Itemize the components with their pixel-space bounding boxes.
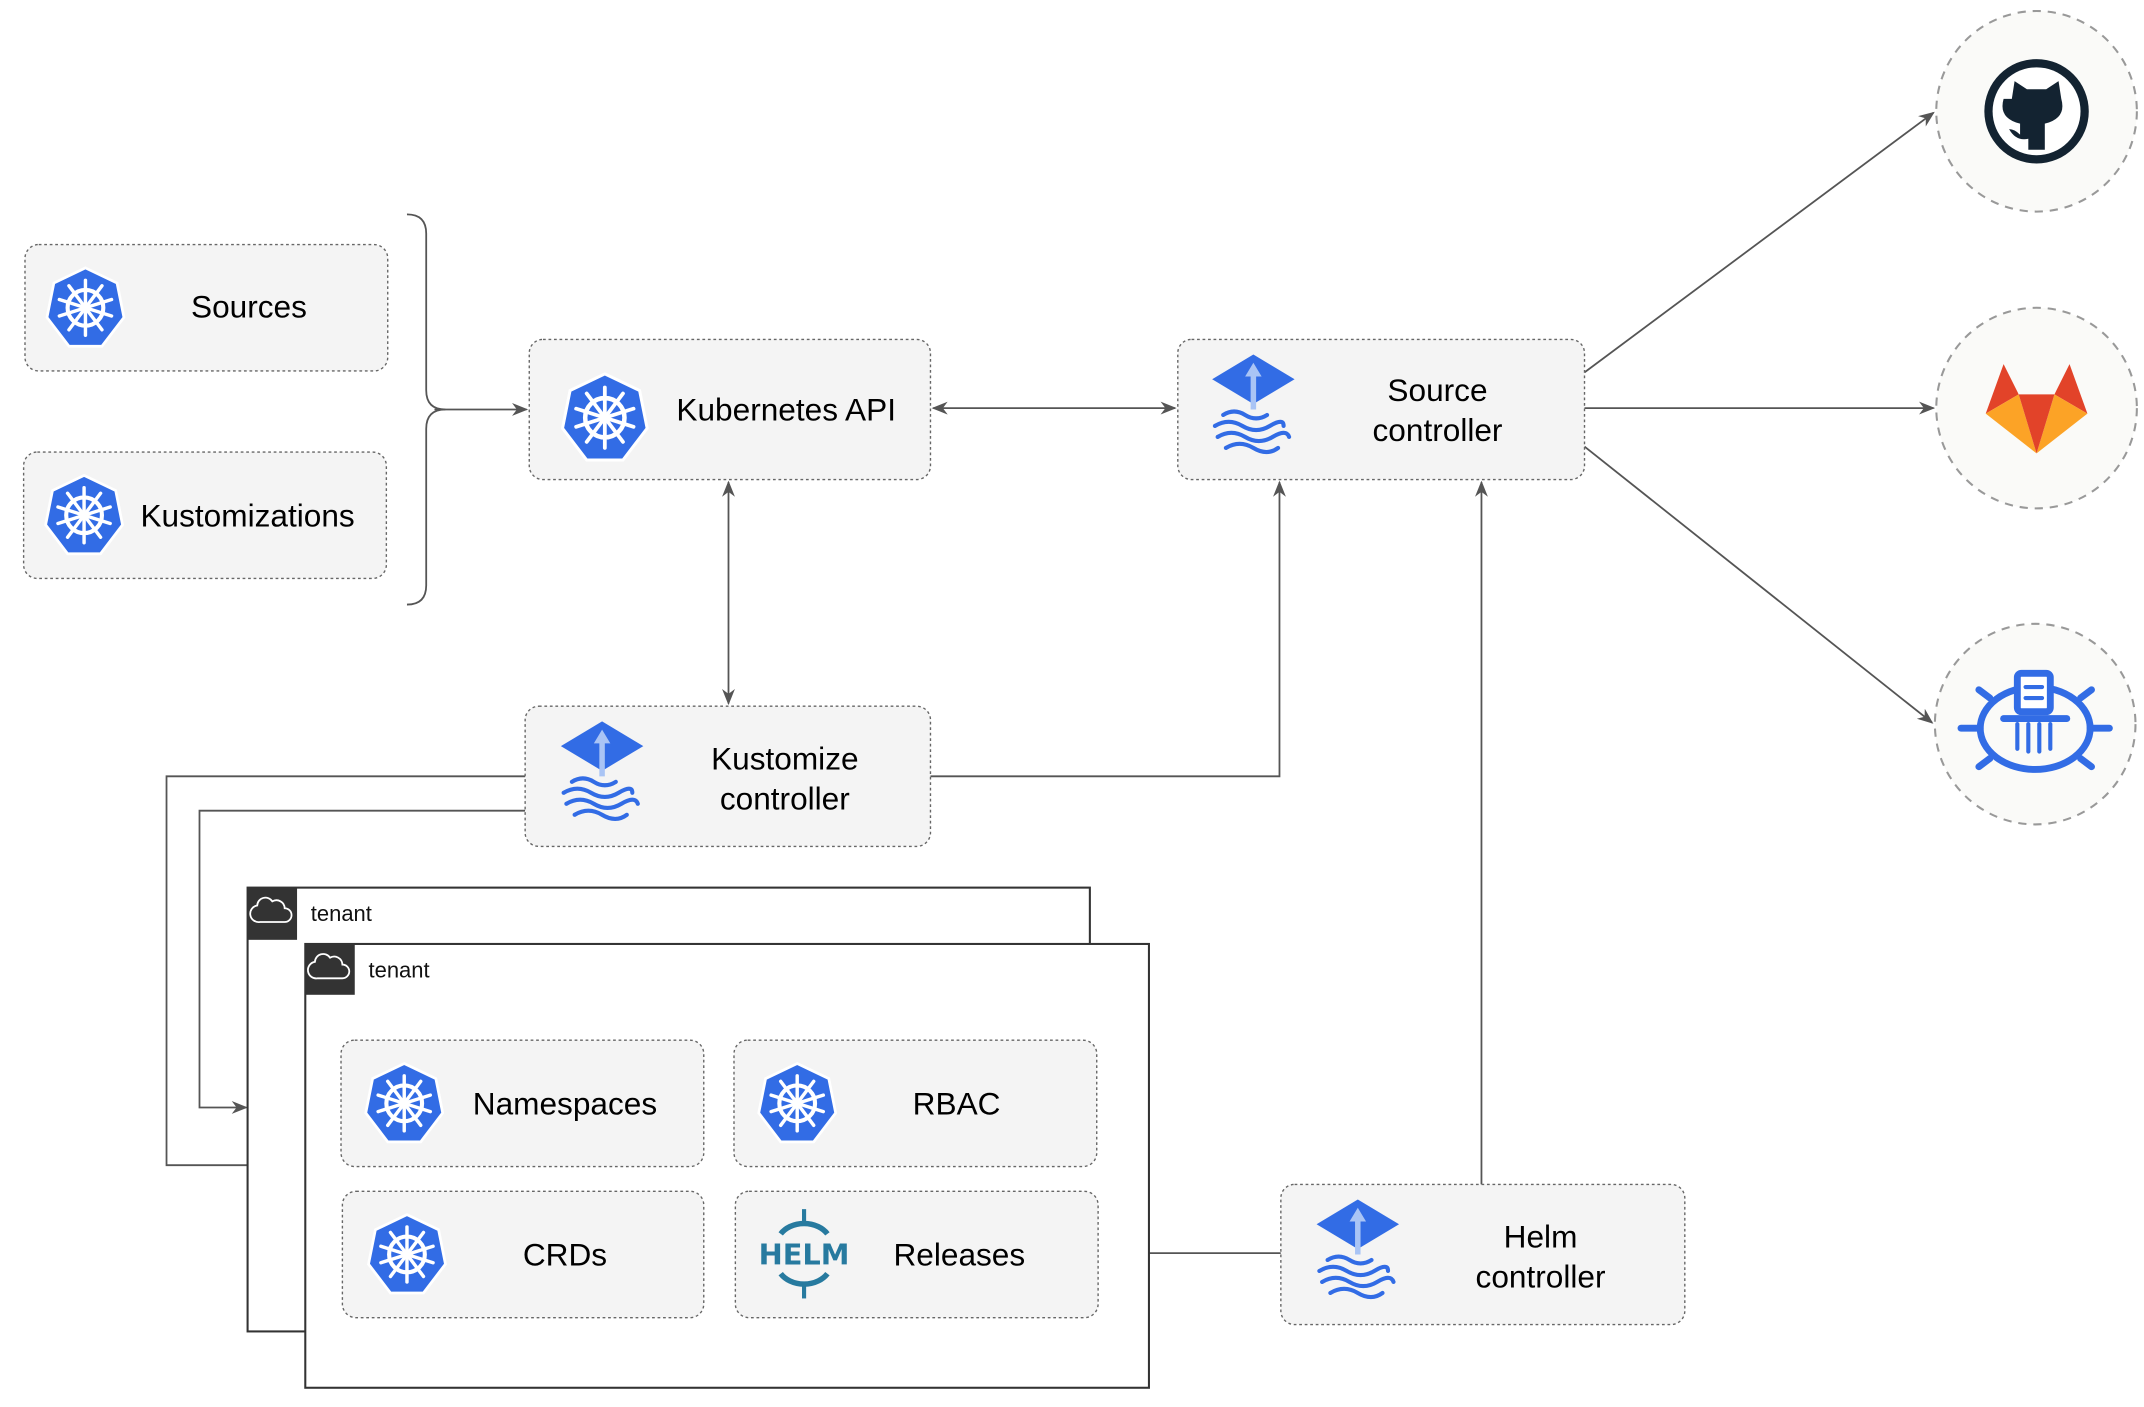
svg-text:HELM: HELM — [759, 1237, 850, 1271]
kubernetes-icon — [46, 475, 123, 553]
node-crds[interactable]: CRDs — [341, 1190, 705, 1319]
node-label: controller — [1476, 1258, 1606, 1294]
node-label: Sources — [191, 288, 307, 324]
external-gitlab[interactable] — [1935, 306, 2138, 510]
node-label: Kustomize — [711, 740, 858, 776]
node-releases[interactable]: HELM Releases — [734, 1190, 1099, 1319]
node-label: Kustomizations — [140, 497, 354, 533]
edge-kustomize-to-source — [930, 480, 1286, 778]
github-icon — [1984, 59, 2089, 164]
node-label: Helm — [1504, 1219, 1578, 1255]
helm-icon: HELM — [759, 1209, 850, 1299]
node-kustomizations[interactable]: Kustomizations — [22, 451, 388, 580]
tenant-label: tenant — [311, 901, 372, 926]
node-source-controller[interactable]: Source controller — [1177, 338, 1586, 481]
node-label: controller — [1373, 412, 1503, 448]
node-helm-controller[interactable]: Helm controller — [1280, 1183, 1686, 1326]
node-label: Releases — [893, 1236, 1025, 1272]
edge-kustomize-to-tenant-front — [165, 775, 526, 1172]
kubernetes-icon — [563, 374, 648, 460]
node-sources[interactable]: Sources — [24, 243, 389, 372]
node-kubernetes-api[interactable]: Kubernetes API — [528, 338, 932, 481]
kubernetes-icon — [369, 1215, 446, 1293]
kubernetes-icon — [366, 1063, 443, 1141]
node-label: Source — [1387, 372, 1487, 408]
node-kustomize-controller[interactable]: Kustomize controller — [524, 705, 932, 848]
tenant-label: tenant — [369, 958, 430, 983]
node-label: Namespaces — [473, 1085, 657, 1121]
edge-kustomize-to-tenant-back — [198, 809, 526, 1114]
kubernetes-icon — [759, 1063, 836, 1141]
node-label: controller — [720, 780, 850, 816]
node-rbac[interactable]: RBAC — [733, 1039, 1098, 1168]
bucket-icon — [1957, 669, 2113, 773]
edge-source-to-bucket — [1583, 445, 1934, 724]
kubernetes-icon — [47, 268, 124, 346]
gitlab-icon — [1985, 364, 2088, 454]
external-github[interactable] — [1935, 9, 2138, 213]
external-bucket[interactable] — [1933, 622, 2137, 826]
node-label: RBAC — [913, 1085, 1001, 1121]
node-label: CRDs — [523, 1236, 607, 1272]
node-label: Kubernetes API — [676, 391, 896, 427]
node-namespaces[interactable]: Namespaces — [340, 1039, 705, 1168]
edge-source-to-github — [1583, 111, 1935, 374]
